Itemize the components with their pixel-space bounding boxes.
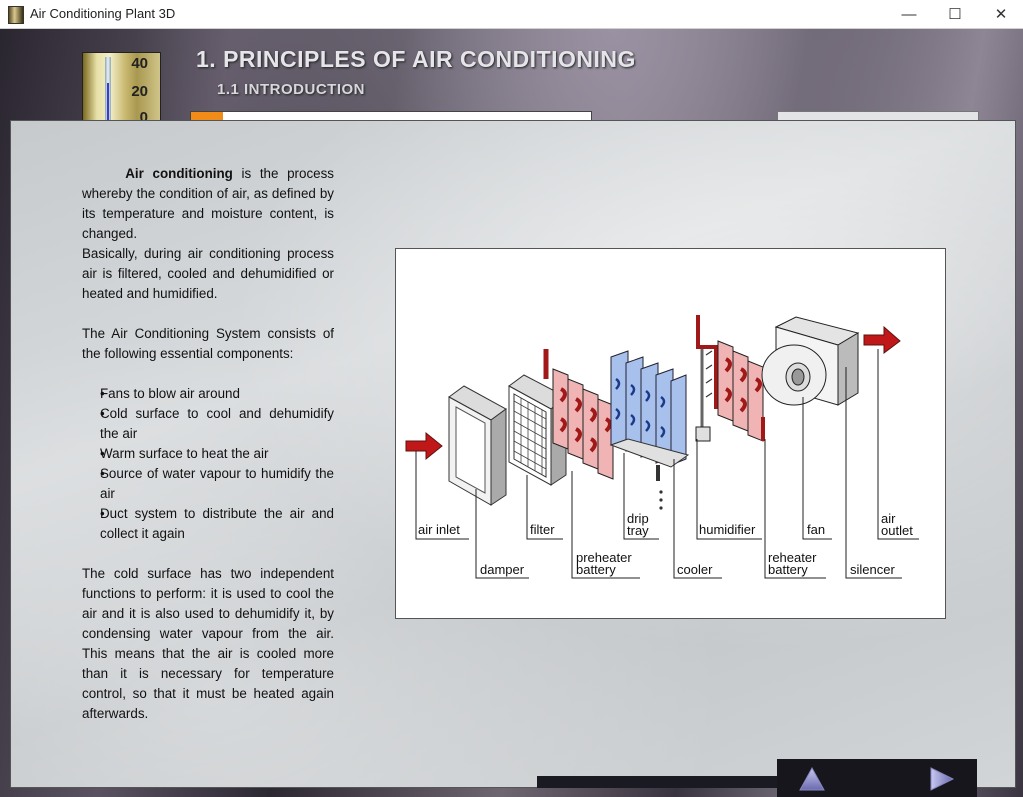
preheater-illustration bbox=[543, 349, 614, 480]
paragraph-definition: Air conditioning is the process whereby … bbox=[82, 164, 334, 244]
label-drip-line2: tray bbox=[627, 523, 649, 538]
label-reheater-line2: battery bbox=[768, 562, 808, 577]
thermometer-tick: 40 bbox=[131, 55, 148, 72]
label-filter: filter bbox=[530, 522, 555, 537]
paragraph-process: Basically, during air conditioning proce… bbox=[82, 246, 334, 301]
list-item: Cold surface to cool and dehumidify the … bbox=[82, 404, 334, 444]
damper-illustration bbox=[448, 385, 507, 506]
label-outlet-line2: outlet bbox=[881, 523, 913, 538]
label-reheater-line1: reheater bbox=[768, 550, 817, 565]
window-titlebar: Air Conditioning Plant 3D — ☐ ✕ bbox=[0, 0, 1023, 29]
list-item: Duct system to distribute the air and co… bbox=[82, 504, 334, 544]
fan-illustration bbox=[761, 316, 860, 406]
app-icon bbox=[8, 6, 24, 24]
minimize-button[interactable]: — bbox=[901, 5, 917, 23]
label-drip-line1: drip bbox=[627, 511, 649, 526]
label-fan: fan bbox=[807, 522, 825, 537]
label-outlet-line1: air bbox=[881, 511, 896, 526]
intro-text: Air conditioning is the process whereby … bbox=[82, 164, 334, 724]
navigation-bar bbox=[777, 759, 977, 797]
paragraph-components: The Air Conditioning System consists of … bbox=[82, 326, 334, 361]
thermometer-mercury bbox=[107, 83, 109, 127]
label-preheater-line2: battery bbox=[576, 562, 616, 577]
chapter-title: 1. PRINCIPLES OF AIR CONDITIONING bbox=[196, 46, 636, 72]
ahu-diagram: air inlet damper filter preheater batter… bbox=[395, 248, 946, 619]
reheater-illustration bbox=[717, 340, 765, 442]
right-triangle-icon[interactable] bbox=[927, 765, 957, 793]
progress-fill bbox=[191, 112, 223, 120]
list-item: Fans to blow air around bbox=[82, 384, 334, 404]
component-list: Fans to blow air around Cold surface to … bbox=[82, 384, 334, 544]
label-cooler: cooler bbox=[677, 562, 713, 577]
maximize-button[interactable]: ☐ bbox=[948, 6, 962, 23]
label-preheater-line1: preheater bbox=[576, 550, 632, 565]
thermometer-tick: 20 bbox=[131, 83, 148, 100]
air-outlet-arrow bbox=[863, 325, 901, 354]
list-item: Warm surface to heat the air bbox=[82, 444, 334, 464]
cooler-illustration bbox=[609, 350, 690, 510]
label-silencer: silencer bbox=[850, 562, 895, 577]
label-humidifier: humidifier bbox=[699, 522, 756, 537]
air-inlet-arrow bbox=[405, 431, 443, 461]
thermometer-tick: 0 bbox=[139, 109, 148, 126]
up-triangle-icon[interactable] bbox=[797, 765, 827, 793]
section-title: 1.1 INTRODUCTION bbox=[217, 81, 366, 98]
definition-text: is the process whereby the condition of … bbox=[82, 166, 334, 241]
close-button[interactable]: ✕ bbox=[994, 6, 1008, 23]
leader-lines bbox=[415, 349, 919, 579]
humidifier-illustration bbox=[695, 315, 718, 442]
label-damper: damper bbox=[480, 562, 525, 577]
panel-notch bbox=[537, 776, 777, 788]
label-air-inlet: air inlet bbox=[418, 522, 460, 537]
list-item: Source of water vapour to humidify the a… bbox=[82, 464, 334, 504]
thermometer-image: 40 20 0 bbox=[82, 52, 161, 131]
paragraph-cold-surface: The cold surface has two independent fun… bbox=[82, 566, 334, 721]
term-air-conditioning: Air conditioning bbox=[125, 166, 233, 181]
window-title: Air Conditioning Plant 3D bbox=[30, 6, 176, 21]
